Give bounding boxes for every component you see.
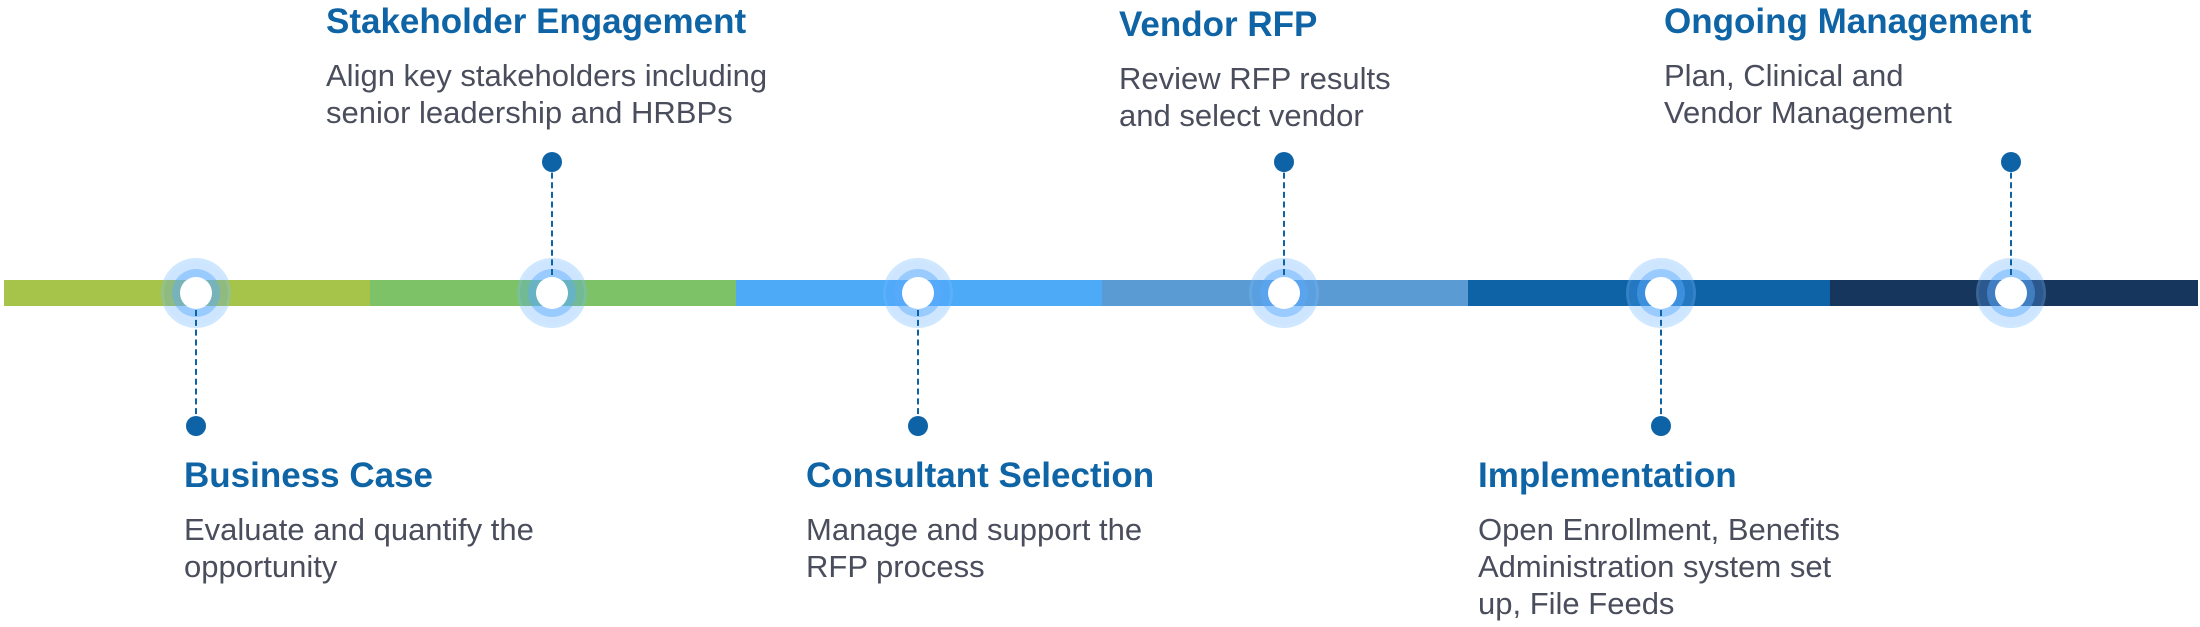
connector-line (1283, 163, 1285, 275)
node-core (180, 277, 212, 309)
milestone-description: Align key stakeholders including senior … (326, 58, 768, 130)
connector-line (551, 163, 553, 275)
connector-line (195, 310, 197, 424)
milestone-description: Evaluate and quantify the opportunity (184, 512, 534, 584)
milestone-description: Open Enrollment, Benefits Administration… (1478, 512, 1840, 621)
connector-dot (1651, 416, 1671, 436)
node-core (1268, 277, 1300, 309)
milestone-consultant-selection: Consultant Selection Manage and support … (806, 455, 1326, 585)
milestone-business-case: Business Case Evaluate and quantify the … (184, 455, 704, 585)
milestone-title: Vendor RFP (1119, 5, 1318, 44)
milestone-description: Manage and support the RFP process (806, 512, 1143, 584)
milestone-description: Review RFP results and select vendor (1119, 61, 1391, 133)
connector-dot (2001, 152, 2021, 172)
milestone-title: Stakeholder Engagement (326, 2, 747, 41)
connector-dot (908, 416, 928, 436)
milestone-stakeholder-engagement: Stakeholder Engagement Align key stakeho… (326, 1, 886, 131)
connector-line (1660, 310, 1662, 424)
connector-dot (1274, 152, 1294, 172)
node-core (902, 277, 934, 309)
milestone-title: Consultant Selection (806, 456, 1155, 495)
node-core (536, 277, 568, 309)
milestone-title: Business Case (184, 456, 434, 495)
milestone-description: Plan, Clinical and Vendor Management (1664, 58, 1952, 130)
node-core (1645, 277, 1677, 309)
milestone-ongoing-management: Ongoing Management Plan, Clinical and Ve… (1664, 1, 2184, 131)
milestone-title: Implementation (1478, 456, 1737, 495)
milestone-vendor-rfp: Vendor RFP Review RFP results and select… (1119, 4, 1519, 134)
node-core (1995, 277, 2027, 309)
milestone-implementation: Implementation Open Enrollment, Benefits… (1478, 455, 1998, 622)
connector-line (917, 310, 919, 424)
connector-dot (186, 416, 206, 436)
connector-dot (542, 152, 562, 172)
milestone-title: Ongoing Management (1664, 2, 2032, 41)
connector-line (2010, 163, 2012, 275)
